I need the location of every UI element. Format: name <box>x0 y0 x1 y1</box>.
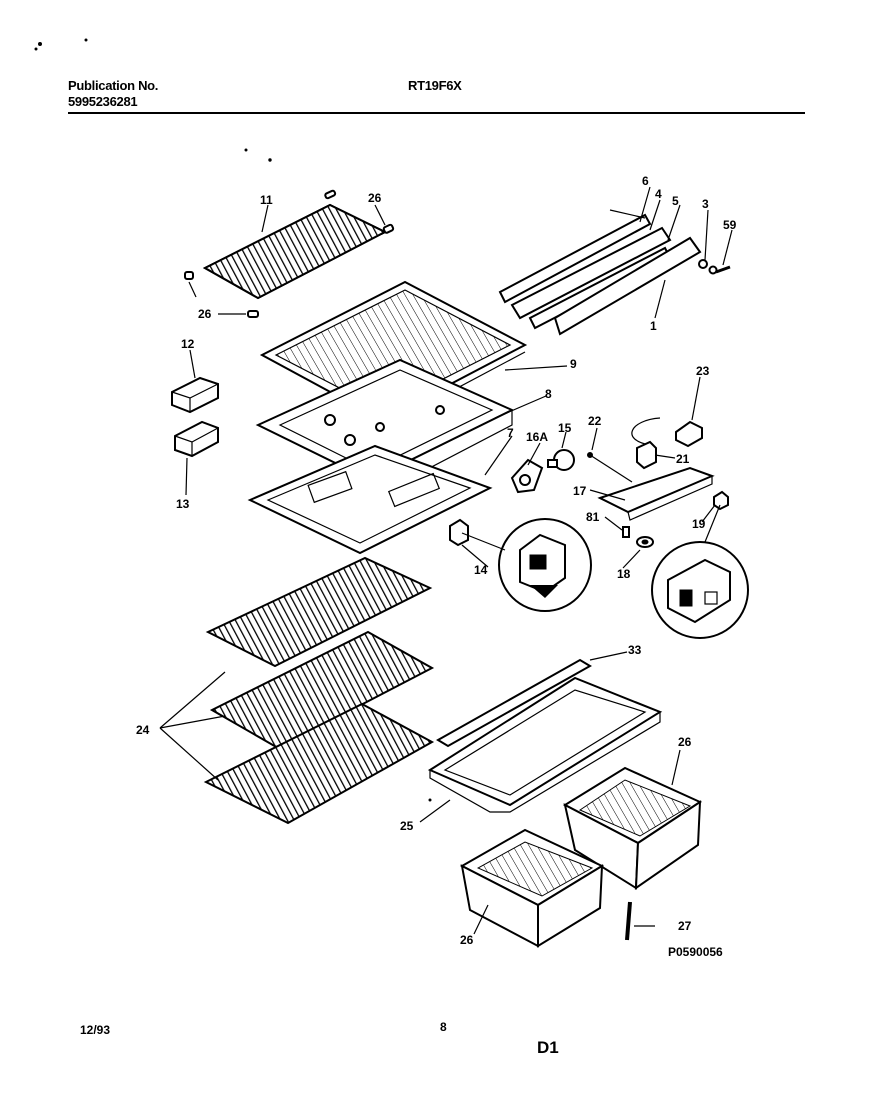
callout-26-top: 26 <box>368 191 382 205</box>
wire-shelf-top <box>202 203 388 300</box>
detail-circle-14 <box>461 518 592 612</box>
footer-page-number: 8 <box>440 1020 447 1034</box>
callout-26-left-drawer: 26 <box>460 933 474 947</box>
callout-8: 8 <box>545 387 552 401</box>
shelf-rail-assembly <box>498 209 731 336</box>
callout-15: 15 <box>558 421 572 435</box>
callout-16a: 16A <box>526 430 548 444</box>
callout-18: 18 <box>617 567 631 581</box>
callout-25: 25 <box>400 819 414 833</box>
shelf-support-13 <box>174 420 219 458</box>
crisper-drawer-right <box>562 766 703 890</box>
screw-27 <box>625 901 632 941</box>
leader-lines <box>159 186 733 935</box>
publication-number: 5995236281 <box>68 94 138 109</box>
model-number: RT19F6X <box>408 78 462 93</box>
callout-1: 1 <box>650 319 657 333</box>
callout-7: 7 <box>507 426 514 440</box>
drawing-number: P0590056 <box>668 945 723 959</box>
small-parts <box>449 490 729 548</box>
crisper-cover-25 <box>427 658 663 813</box>
callout-labels: 11 26 26 6 4 5 3 59 1 12 9 23 8 22 7 16A… <box>136 174 737 959</box>
callout-24: 24 <box>136 723 150 737</box>
callout-22: 22 <box>588 414 602 428</box>
callout-27: 27 <box>678 919 692 933</box>
callout-21: 21 <box>676 452 690 466</box>
callout-26-left: 26 <box>198 307 212 321</box>
callout-17: 17 <box>573 484 587 498</box>
callout-81: 81 <box>586 510 600 524</box>
callout-3: 3 <box>702 197 709 211</box>
callout-26-right-drawer: 26 <box>678 735 692 749</box>
crisper-cover-tray-7 <box>247 444 493 555</box>
shelf-stop-clips <box>184 189 395 318</box>
light-assembly <box>510 417 715 521</box>
callout-9: 9 <box>570 357 577 371</box>
publication-label: Publication No. <box>68 78 159 93</box>
callout-13: 13 <box>176 497 190 511</box>
scan-specks <box>34 38 432 802</box>
callout-59: 59 <box>723 218 737 232</box>
callout-4: 4 <box>655 187 662 201</box>
callout-5: 5 <box>672 194 679 208</box>
sheet-id: D1 <box>537 1038 559 1057</box>
shelf-support-12 <box>171 376 219 414</box>
footer-date: 12/93 <box>80 1023 111 1037</box>
detail-circle-19 <box>651 504 749 639</box>
callout-6: 6 <box>642 174 649 188</box>
shelf-frame-9 <box>259 280 528 429</box>
header-rule <box>68 112 805 114</box>
callout-12: 12 <box>181 337 195 351</box>
callout-11: 11 <box>260 193 273 207</box>
callout-14: 14 <box>474 563 488 577</box>
callout-33: 33 <box>628 643 642 657</box>
callout-23: 23 <box>696 364 710 378</box>
crisper-drawer-left <box>459 828 605 948</box>
wire-shelves-24 <box>203 556 435 825</box>
callout-19: 19 <box>692 517 706 531</box>
